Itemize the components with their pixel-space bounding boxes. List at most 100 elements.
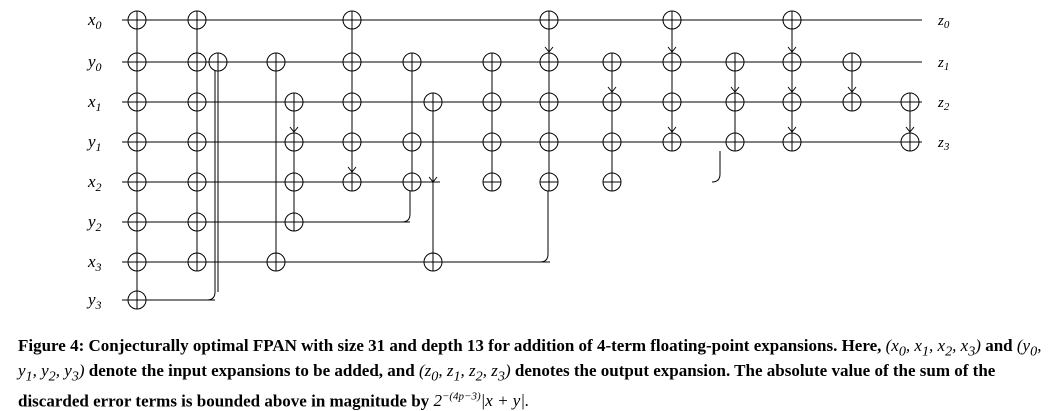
output-label: z2 [937, 95, 950, 113]
arrow-mark [787, 86, 797, 93]
figure-caption: Figure 4: Conjecturally optimal FPAN wit… [18, 336, 1043, 411]
xor-node [342, 132, 362, 152]
input-label: x0 [87, 10, 102, 32]
xor-node [662, 52, 682, 72]
xor-node [602, 52, 622, 72]
xor-node [187, 172, 207, 192]
xor-node [342, 172, 362, 192]
xor-node [187, 52, 207, 72]
caption-text-3: denote the input expansions to be added,… [88, 361, 415, 381]
xor-node [782, 92, 802, 112]
xor-node [187, 132, 207, 152]
xor-node [187, 252, 207, 272]
xor-node [602, 172, 622, 192]
xor-node [482, 52, 502, 72]
xor-node [127, 290, 147, 310]
xor-node [482, 92, 502, 112]
xor-node [187, 92, 207, 112]
xor-node [539, 172, 559, 192]
xor-node [539, 92, 559, 112]
xor-node [284, 212, 304, 232]
wire-bend [539, 191, 549, 263]
xor-node [127, 92, 147, 112]
xor-node [482, 172, 502, 192]
x-tuple: (x0, x1, x2, x3) [885, 336, 981, 360]
xor-node [602, 92, 622, 112]
xor-node [602, 132, 622, 152]
arrow-mark [667, 126, 677, 133]
error-bound: 2−(4p−3)|x + y|. [433, 390, 530, 411]
xor-node [842, 92, 862, 112]
xor-node [266, 52, 286, 72]
input-label: y1 [86, 132, 102, 154]
xor-node [342, 10, 362, 30]
output-label: z0 [937, 13, 950, 31]
arrow-mark [730, 86, 740, 93]
xor-node [127, 212, 147, 232]
xor-node [187, 212, 207, 232]
xor-node [342, 52, 362, 72]
xor-node [284, 172, 304, 192]
xor-node [127, 52, 147, 72]
input-label: y0 [86, 52, 102, 74]
xor-node [539, 52, 559, 72]
xor-node [842, 52, 862, 72]
xor-node [423, 92, 443, 112]
arrow-mark [347, 166, 357, 173]
gates [127, 10, 920, 310]
arrow-mark [787, 46, 797, 53]
xor-node [725, 52, 745, 72]
wire-bend [711, 151, 721, 183]
xor-node [900, 92, 920, 112]
arrow-mark [544, 46, 554, 53]
wire-bend [401, 191, 411, 223]
arrow-mark [428, 176, 438, 183]
arrow-mark [289, 126, 299, 133]
input-label: x2 [87, 172, 102, 194]
xor-node [127, 252, 147, 272]
xor-node [900, 132, 920, 152]
input-label: y3 [86, 290, 102, 312]
input-label: y2 [86, 212, 102, 234]
output-label: z1 [937, 55, 949, 73]
xor-node [402, 52, 422, 72]
xor-node [662, 132, 682, 152]
xor-node [782, 132, 802, 152]
y-tuple: (y0, y1, y2, y3) [18, 336, 1042, 385]
xor-node [402, 172, 422, 192]
xor-node [127, 132, 147, 152]
xor-node [539, 132, 559, 152]
xor-node [284, 92, 304, 112]
xor-node [208, 52, 228, 72]
arrow-mark [607, 86, 617, 93]
caption-text-4: denotes the output expansion. The absolu… [18, 361, 996, 411]
xor-node [284, 132, 304, 152]
fpan-network-diagram: x0 y0 x1 y1 x2 y2 x3 y3 z0 z1 z2 z3 [86, 10, 950, 312]
xor-node [482, 132, 502, 152]
xor-node [342, 92, 362, 112]
wire-bend [206, 71, 216, 301]
xor-node [539, 10, 559, 30]
caption-text-2: and [985, 336, 1013, 355]
xor-node [725, 132, 745, 152]
xor-node [782, 52, 802, 72]
arrow-mark [667, 46, 677, 53]
xor-node [423, 252, 443, 272]
wires [122, 19, 922, 301]
xor-node [402, 132, 422, 152]
output-label: z3 [937, 135, 950, 153]
input-label: x1 [87, 92, 102, 114]
arrow-mark [787, 126, 797, 133]
caption-text-1: Conjecturally optimal FPAN with size 31 … [88, 336, 882, 355]
input-label: x3 [87, 252, 102, 274]
xor-node [127, 10, 147, 30]
xor-node [782, 10, 802, 30]
xor-node [187, 10, 207, 30]
xor-node [662, 10, 682, 30]
xor-node [127, 172, 147, 192]
arrow-mark [847, 86, 857, 93]
figure-label: Figure 4: [18, 336, 85, 355]
z-tuple: (z0, z1, z2, z3) [418, 361, 511, 385]
xor-node [725, 92, 745, 112]
xor-node [662, 92, 682, 112]
